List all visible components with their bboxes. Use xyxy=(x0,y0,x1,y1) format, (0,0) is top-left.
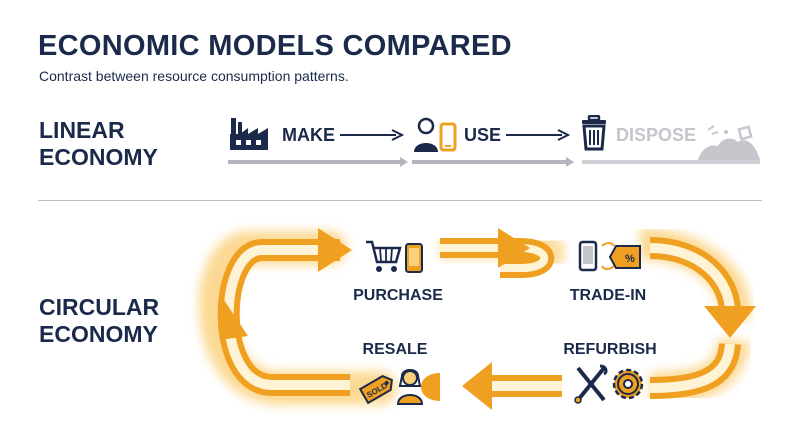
gray-underline-bar-2 xyxy=(412,157,574,167)
linear-economy-label: LINEAR ECONOMY xyxy=(39,117,158,171)
linear-step-use: USE xyxy=(464,125,502,145)
arrow-make-to-use xyxy=(340,129,405,141)
circular-economy-label: CIRCULAR ECONOMY xyxy=(39,294,159,348)
linear-label-line1: LINEAR xyxy=(39,117,125,143)
linear-label-line2: ECONOMY xyxy=(39,144,158,170)
sold-tag-person-icon: SOLD xyxy=(358,369,424,405)
loop-arrow-refurbish-to-resale xyxy=(462,362,562,410)
circular-label-line1: CIRCULAR xyxy=(39,294,160,320)
loop-arrow-purchase-to-tradein xyxy=(440,228,554,278)
svg-text:%: % xyxy=(625,253,635,265)
loop-arrow-small-bottom xyxy=(421,373,441,401)
section-divider xyxy=(38,200,762,201)
page-subtitle: Contrast between resource consumption pa… xyxy=(39,68,349,84)
waste-pile-icon xyxy=(698,125,760,160)
gray-underline-bar-1 xyxy=(228,157,408,167)
trash-can-icon xyxy=(582,115,606,151)
page-title: ECONOMIC MODELS COMPARED xyxy=(38,30,512,62)
factory-icon xyxy=(230,118,268,150)
circular-step-refurbish: REFURBISH xyxy=(563,341,657,358)
arrow-use-to-dispose xyxy=(506,129,571,141)
loop-arrow-resale-to-purchase xyxy=(217,228,352,396)
shopping-cart-phone-icon xyxy=(366,240,423,273)
circular-step-tradein: TRADE-IN xyxy=(569,287,647,304)
phone-discount-tag-icon: % xyxy=(578,240,641,272)
linear-step-dispose: DISPOSE xyxy=(616,125,697,145)
loop-arrow-tradein-to-refurbish xyxy=(649,237,756,338)
circular-label-line2: ECONOMY xyxy=(39,321,158,347)
linear-step-make: MAKE xyxy=(282,125,335,145)
tools-gear-icon xyxy=(574,364,644,404)
user-phone-icon xyxy=(414,117,457,152)
circular-step-resale: RESALE xyxy=(362,341,428,358)
loop-arrow-refurbish-return xyxy=(649,342,741,399)
circular-step-purchase: PURCHASE xyxy=(353,287,443,304)
